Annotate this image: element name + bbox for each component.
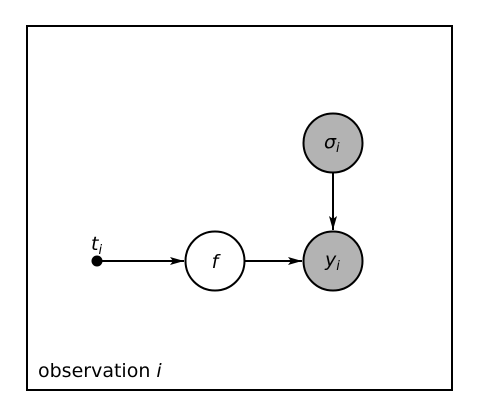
node-f-symbol: f [212, 251, 222, 273]
node-y-subscript: i [336, 259, 340, 274]
plate-box [26, 25, 453, 391]
plate-label-text: observation [38, 360, 150, 382]
node-t-symbol: t [91, 233, 100, 255]
node-y-circle [302, 230, 364, 292]
plate-label: observation i [38, 360, 162, 382]
plate-label-index: i [156, 360, 162, 382]
node-t-label: ti [91, 233, 102, 258]
node-y-symbol: y [324, 249, 337, 271]
node-f-circle [184, 230, 246, 292]
node-f-label: f [212, 251, 222, 273]
node-sigma-symbol: σ [324, 131, 337, 153]
node-sigma-label: σi [324, 131, 340, 156]
node-t-point [91, 255, 103, 267]
node-sigma-circle [302, 112, 364, 174]
node-t-subscript: i [98, 243, 102, 258]
node-sigma-subscript: i [336, 141, 340, 156]
node-y-label: yi [324, 249, 340, 274]
